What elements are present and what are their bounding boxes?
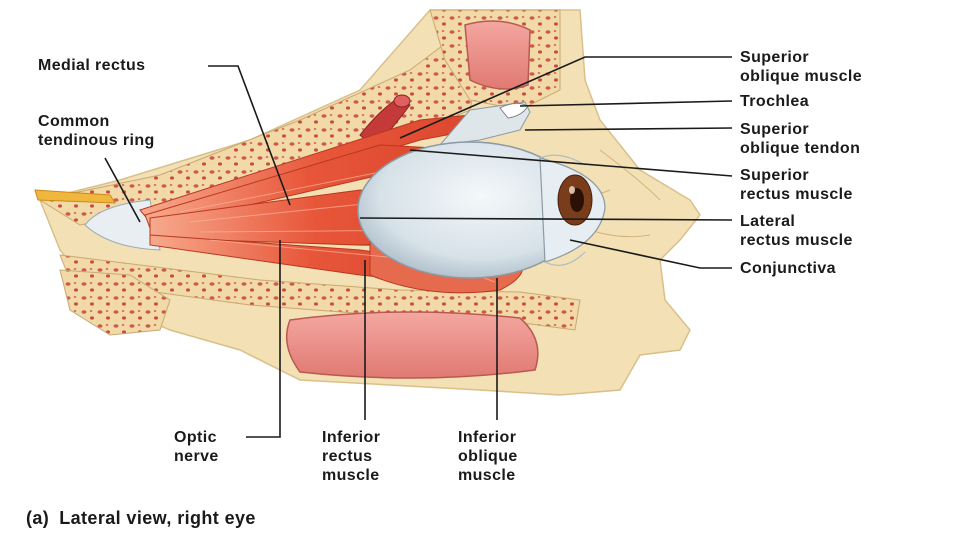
- leader-lines: [104, 56, 733, 438]
- label-superior-rectus-muscle: Superior rectus muscle: [740, 167, 853, 203]
- leader-superior-oblique-tendon: [524, 127, 733, 131]
- tendinous-ring-shape: [84, 199, 161, 251]
- trochlea-shape: [438, 101, 531, 146]
- label-conjunctiva: Conjunctiva: [740, 260, 836, 277]
- label-inferior-oblique-muscle: Inferior oblique muscle: [458, 429, 518, 484]
- label-medial-rectus: Medial rectus: [38, 57, 146, 74]
- caption-letter: (a): [26, 508, 50, 528]
- label-superior-oblique-muscle: Superior oblique muscle: [740, 49, 863, 85]
- leader-lateral-rectus-muscle: [359, 217, 733, 221]
- leader-conjunctiva: [569, 239, 732, 269]
- label-lateral-rectus-muscle: Lateral rectus muscle: [740, 213, 853, 249]
- label-trochlea: Trochlea: [740, 93, 810, 110]
- leader-superior-oblique-muscle: [399, 56, 732, 139]
- label-optic-nerve: Optic nerve: [174, 429, 219, 465]
- leader-medial-rectus: [208, 65, 291, 206]
- leader-common-tendinous-ring: [104, 157, 141, 223]
- caption-text: Lateral view, right eye: [59, 508, 256, 528]
- figure-caption: (a) Lateral view, right eye: [26, 508, 266, 529]
- label-inferior-rectus-muscle: Inferior rectus muscle: [322, 429, 381, 484]
- label-common-tendinous-ring: Common tendinous ring: [38, 113, 155, 149]
- leader-trochlea: [519, 100, 733, 107]
- eyeball-shape: [357, 141, 606, 279]
- leader-optic-nerve: [246, 240, 281, 438]
- label-superior-oblique-tendon: Superior oblique tendon: [740, 121, 861, 157]
- leader-superior-rectus-muscle: [409, 149, 733, 177]
